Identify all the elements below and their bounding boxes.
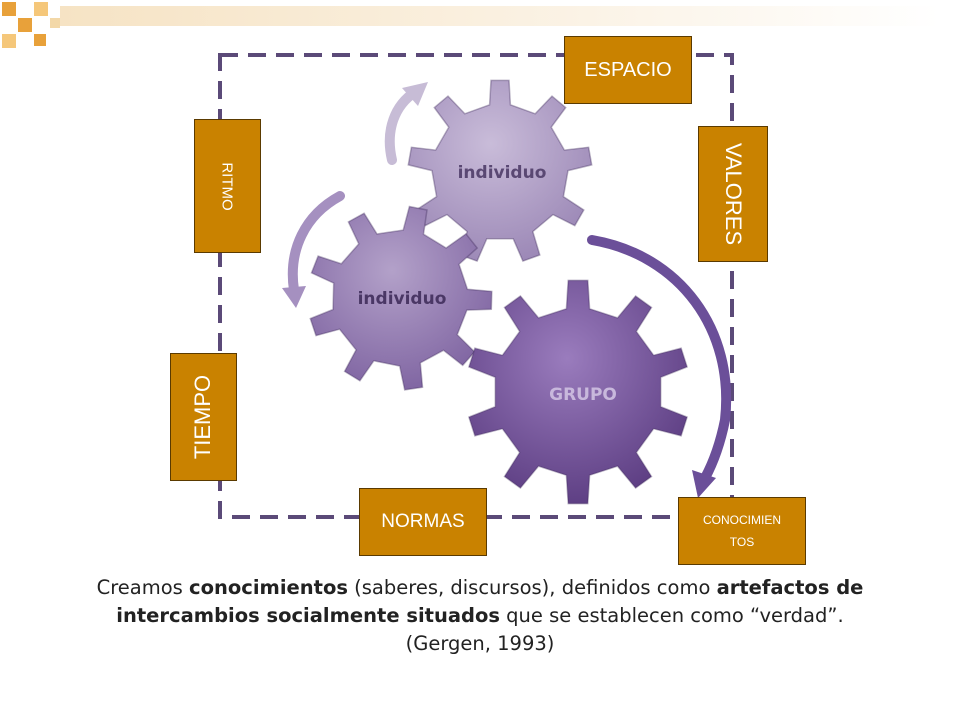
caption-bold: conocimientos <box>189 576 348 599</box>
caption-bold: artefactos de <box>716 576 864 599</box>
dashed-frame <box>218 53 734 519</box>
caption-text: que se establecen como “verdad”. <box>499 604 844 627</box>
arrow-top-head <box>402 82 428 106</box>
label-ritmo-text: RITMO <box>218 161 236 211</box>
top-bar-decoration <box>60 6 940 26</box>
arrow-left <box>287 191 345 295</box>
label-espacio: ESPACIO <box>564 36 692 104</box>
arrow-right-head <box>692 470 716 498</box>
corner-squares-icon <box>2 2 60 48</box>
label-conocimientos-line1: CONOCIMIEN <box>703 513 781 527</box>
label-espacio-text: ESPACIO <box>584 58 672 81</box>
caption-line3: (Gergen, 1993) <box>405 632 555 655</box>
gear-top-shape <box>407 79 593 263</box>
arrow-right <box>587 235 732 483</box>
label-valores-text: VALORES <box>721 142 746 246</box>
gear-bottom-shape <box>467 279 689 505</box>
caption-text: (saberes, discursos), definidos como <box>347 576 717 599</box>
caption-text: Creamos <box>96 576 190 599</box>
label-normas: NORMAS <box>359 488 487 556</box>
gear-middle <box>309 205 493 391</box>
gear-middle-label: individuo <box>358 289 447 309</box>
label-tiempo: TIEMPO <box>170 353 237 481</box>
label-valores: VALORES <box>698 126 768 262</box>
label-conocimientos-line2: TOS <box>729 535 755 549</box>
arrow-top <box>384 87 420 165</box>
gear-bottom-label: GRUPO <box>549 385 617 405</box>
label-tiempo-text: TIEMPO <box>190 374 216 460</box>
arrow-left-head <box>282 286 306 308</box>
caption-bold: intercambios socialmente situados <box>116 604 500 627</box>
gear-bottom <box>467 279 689 505</box>
label-ritmo: RITMO <box>194 119 261 253</box>
gear-top-label: individuo <box>458 163 547 183</box>
corner-decoration <box>0 0 80 60</box>
caption-line1: Creamos conocimientos (saberes, discurso… <box>60 574 900 602</box>
gear-top <box>407 79 593 263</box>
gear-middle-shape <box>309 205 493 391</box>
caption-line2: intercambios socialmente situados que se… <box>60 602 900 630</box>
label-conocimientos: CONOCIMIEN TOS <box>678 497 806 565</box>
label-normas-text: NORMAS <box>381 511 465 532</box>
caption: Creamos conocimientos (saberes, discurso… <box>60 574 900 658</box>
